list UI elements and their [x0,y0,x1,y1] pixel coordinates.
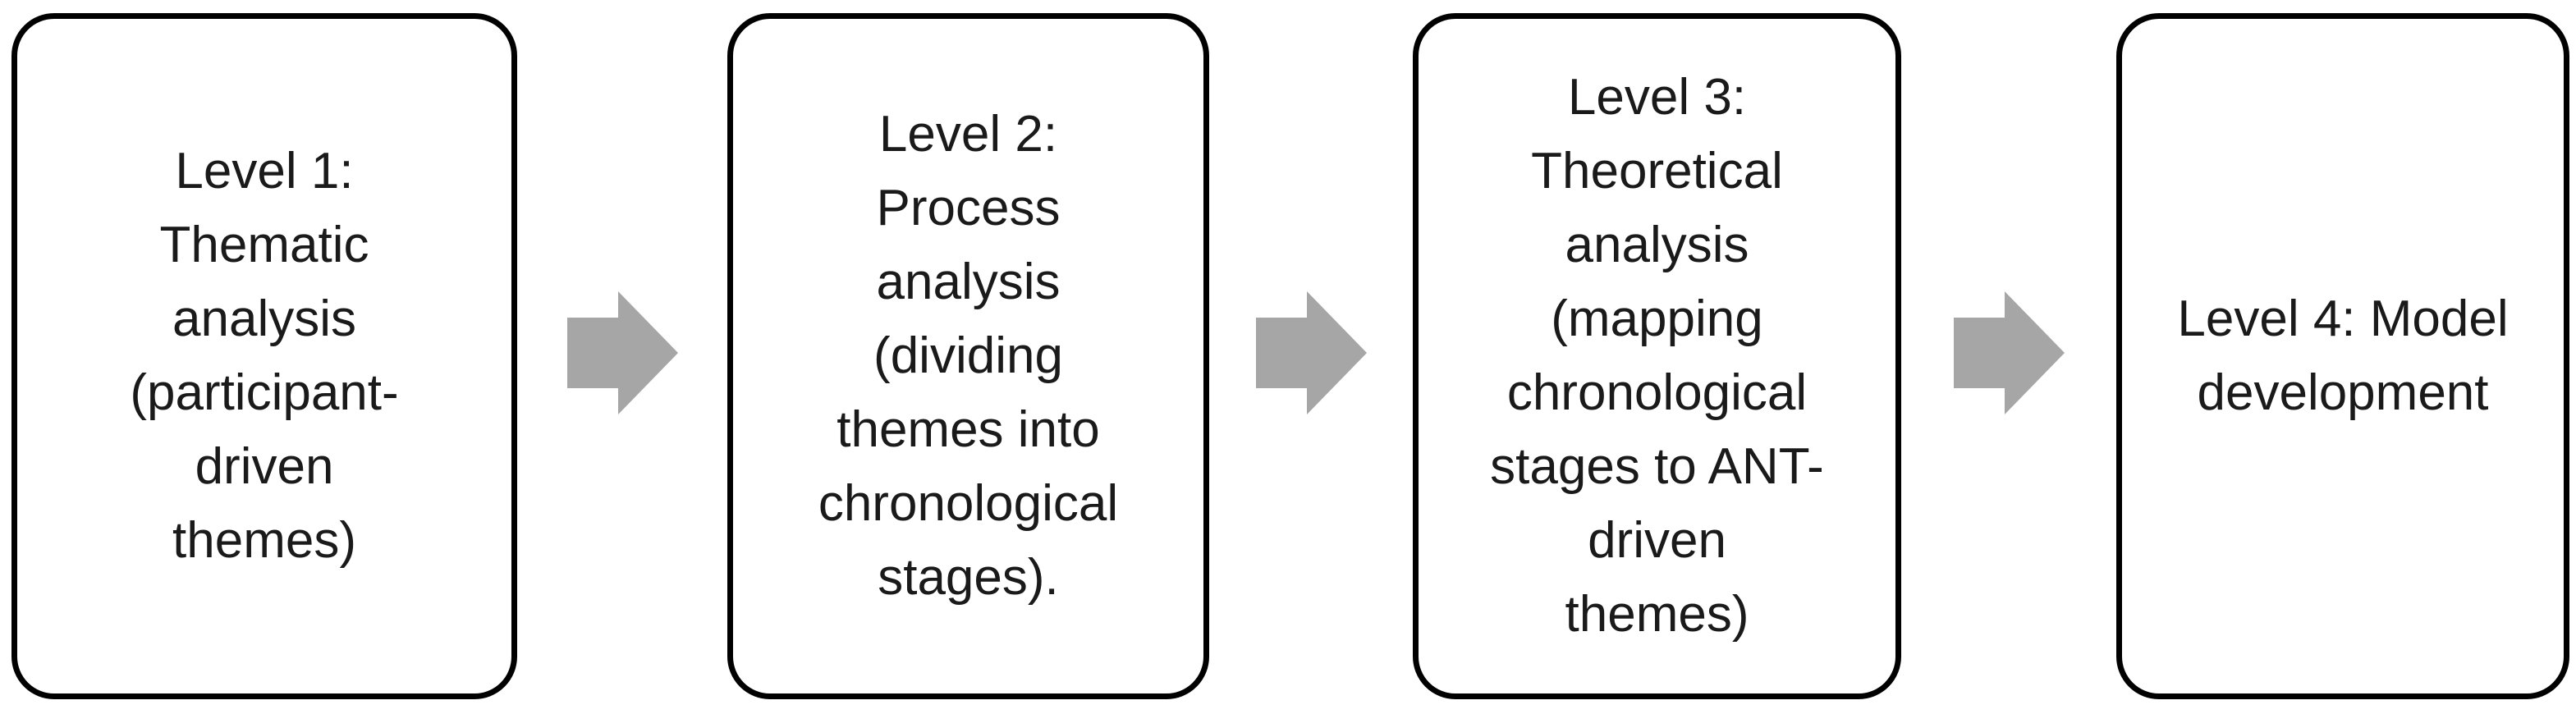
flow-step-level-3-label: Level 3: Theoretical analysis (mapping c… [1419,61,1895,652]
flow-step-level-2: Level 2: Process analysis (dividing them… [727,13,1209,699]
text-line: analysis [1565,217,1749,273]
flow-step-level-4-label: Level 4: Model development [2122,282,2564,430]
arrow-right-icon [1256,291,1367,414]
text-line: driven [1588,512,1726,569]
text-line: Thematic [159,217,369,273]
arrow-right-icon [1954,291,2065,414]
arrow-right-shape [567,291,678,414]
text-line: themes) [172,512,356,569]
text-line: Level 1: [175,143,354,199]
text-line: driven [195,438,334,495]
flow-step-level-1: Level 1: Thematic analysis (participant-… [11,13,517,699]
text-line: analysis [876,254,1061,310]
text-line: themes) [1565,586,1749,643]
arrow-right-icon [567,291,678,414]
flow-step-level-2-label: Level 2: Process analysis (dividing them… [733,98,1203,615]
text-line: Process [876,180,1061,236]
flow-step-level-1-label: Level 1: Thematic analysis (participant-… [17,135,511,578]
text-line: Theoretical [1531,143,1783,199]
text-line: development [2197,364,2489,421]
text-line: chronological [818,475,1119,532]
arrow-right-shape [1256,291,1367,414]
text-line: Level 3: [1567,69,1747,126]
text-line: stages). [878,549,1059,606]
text-line: (participant- [130,364,399,421]
text-line: themes into [837,401,1100,458]
text-line: Level 4: Model [2177,291,2509,347]
text-line: stages to ANT- [1490,438,1824,495]
text-line: chronological [1506,364,1808,421]
text-line: (mapping [1551,291,1763,347]
text-line: Level 2: [878,106,1058,162]
text-line: analysis [172,291,356,347]
text-line: (dividing [873,327,1063,384]
flow-step-level-3: Level 3: Theoretical analysis (mapping c… [1413,13,1901,699]
flow-step-level-4: Level 4: Model development [2116,13,2569,699]
arrow-right-shape [1954,291,2065,414]
